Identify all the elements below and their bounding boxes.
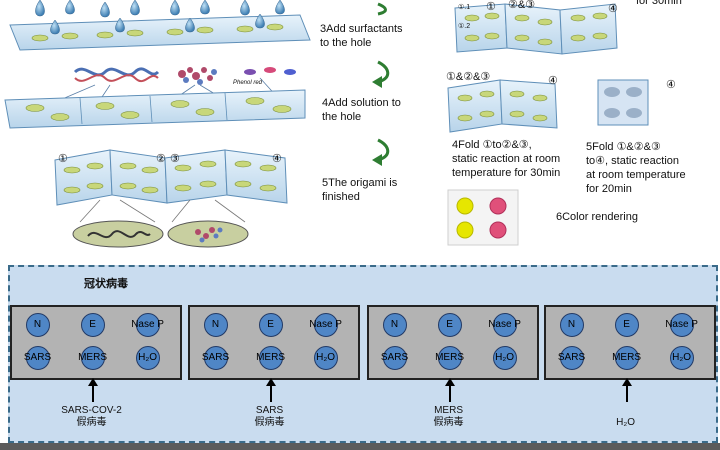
test-spot <box>614 313 639 337</box>
right-step-4-text: 4Fold ①to②&③, static reaction at room te… <box>452 139 561 179</box>
spot-label: H₂O <box>138 352 158 363</box>
spot-label: Nase P <box>665 319 698 330</box>
marker-1-1: ①.1 <box>458 4 471 11</box>
molecule-insets <box>59 67 296 103</box>
test-spot <box>437 313 462 337</box>
test-spot <box>614 346 639 370</box>
up-arrow-head <box>265 378 276 386</box>
step-4-text: 4Add solution to the hole <box>322 97 401 123</box>
up-arrow-head <box>87 378 98 386</box>
spot-label: H₂O <box>495 352 515 363</box>
right-step-6-text: 6Color rendering <box>556 211 638 223</box>
test-spot <box>203 346 228 370</box>
chip-caption-line2: 假病毒 <box>76 417 107 428</box>
spot-label: E <box>446 319 453 330</box>
bottom-photo-strip <box>0 443 720 450</box>
chip-caption-line1: MERS <box>434 405 463 416</box>
marker-1-left: ① <box>58 153 68 165</box>
marker-4-right-mid: ④ <box>548 75 558 87</box>
right-step-5-text: 5Fold ①&②&③ to④, static reaction at room… <box>586 141 686 195</box>
test-spot <box>313 346 338 370</box>
spot-label: E <box>89 319 96 330</box>
up-arrow-head <box>621 378 632 386</box>
test-spot <box>382 346 407 370</box>
marker-4-left: ④ <box>272 153 282 165</box>
chip-caption: H₂O <box>576 417 676 429</box>
test-spot <box>669 346 694 370</box>
spot-label: Nase P <box>488 319 521 330</box>
spot-label: MERS <box>256 352 285 363</box>
chip-caption-line1: SARS-COV-2 <box>61 405 122 416</box>
spot-label: N <box>33 319 42 330</box>
up-arrow <box>91 384 94 402</box>
panel-title: 冠状病毒 <box>84 277 128 290</box>
spot-label: H₂O <box>316 352 336 363</box>
test-spot <box>80 346 105 370</box>
arrow-heads <box>372 76 382 166</box>
chip-caption-line1: SARS <box>255 405 284 416</box>
origami-illustrations <box>4 0 649 248</box>
marker-2-left: ② <box>156 153 166 165</box>
test-spot <box>492 346 517 370</box>
marker-1-right: ① <box>486 1 496 13</box>
test-spot <box>559 313 584 337</box>
test-spot <box>313 313 338 337</box>
folded-origami-left <box>54 149 288 248</box>
spot-label: N <box>567 319 576 330</box>
folded-origami-right-top <box>454 3 618 55</box>
chip-caption-line2: 假病毒 <box>254 417 285 428</box>
step-5-text: 5The origami is finished <box>322 177 398 203</box>
color-rendering-card <box>447 189 519 246</box>
step-3-text: 3Add surfactants to the hole <box>320 23 403 49</box>
right-top-caption: for 30min <box>636 0 682 7</box>
marker-123: ①&②&③ <box>446 71 491 83</box>
marker-1-2: ①.2 <box>458 23 471 30</box>
marker-23-right: ②&③ <box>508 0 536 11</box>
test-spot <box>258 346 283 370</box>
spot-label: SARS <box>557 352 586 363</box>
up-arrow <box>269 384 272 402</box>
spot-label: H₂O <box>672 352 692 363</box>
spot-label: SARS <box>201 352 230 363</box>
test-spot <box>559 346 584 370</box>
spot-label: Nase P <box>131 319 164 330</box>
spot-label: SARS <box>380 352 409 363</box>
test-spot <box>135 346 160 370</box>
test-spot <box>437 346 462 370</box>
up-arrow <box>625 384 628 402</box>
spot-label: MERS <box>435 352 464 363</box>
spot-label: Nase P <box>309 319 342 330</box>
up-arrow-head <box>444 378 455 386</box>
strip-with-droplets <box>9 0 311 51</box>
test-spot <box>80 313 105 337</box>
test-spot <box>492 313 517 337</box>
marker-4-right-card: ④ <box>666 79 676 91</box>
test-spot <box>135 313 160 337</box>
test-spot <box>669 313 694 337</box>
up-arrow <box>448 384 451 402</box>
test-spot <box>25 346 50 370</box>
folded-origami-right-mid <box>447 79 649 133</box>
test-spot <box>203 313 228 337</box>
phenol-red-label: Phenol red <box>233 80 263 86</box>
spot-label: N <box>390 319 399 330</box>
spot-label: MERS <box>612 352 641 363</box>
strip-with-solution <box>4 89 306 129</box>
spot-label: E <box>623 319 630 330</box>
chip-caption-line2: 假病毒 <box>433 417 464 428</box>
spot-label: SARS <box>23 352 52 363</box>
test-spot <box>258 313 283 337</box>
spot-label: MERS <box>78 352 107 363</box>
test-spot <box>25 313 50 337</box>
marker-3-left: ③ <box>170 153 180 165</box>
test-spot <box>382 313 407 337</box>
marker-4-right-top: ④ <box>608 3 618 15</box>
spot-label: E <box>267 319 274 330</box>
chip-caption-line1: H₂O <box>616 417 635 428</box>
spot-label: N <box>211 319 220 330</box>
